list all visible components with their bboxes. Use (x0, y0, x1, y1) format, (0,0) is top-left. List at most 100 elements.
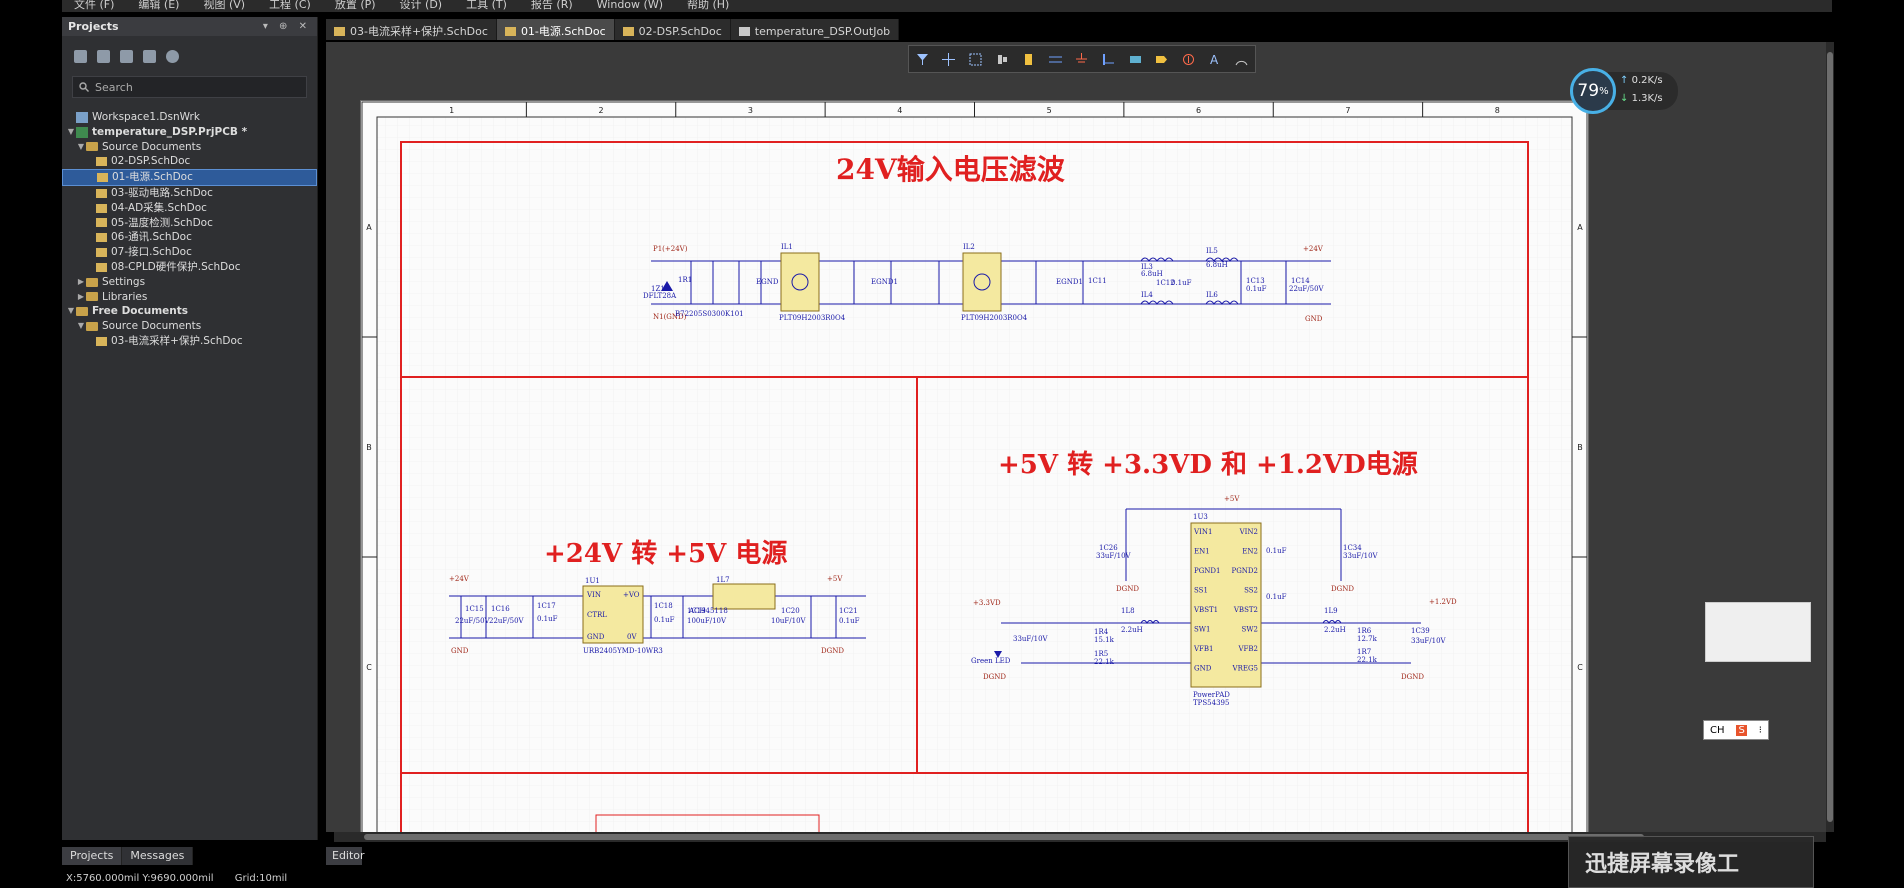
horizontal-scroll-thumb[interactable] (364, 834, 1644, 840)
menu-window[interactable]: Window (W) (596, 0, 663, 11)
folder-icon (76, 307, 88, 317)
ime-indicator[interactable]: CH S ⁝ (1703, 720, 1769, 740)
horizontal-scrollbar[interactable] (334, 832, 1826, 842)
menu-help[interactable]: 帮助 (H) (686, 0, 730, 11)
chevron-down-icon[interactable]: ▼ (77, 321, 85, 331)
doc-tab-outjob[interactable]: temperature_DSP.OutJob (730, 19, 900, 40)
ground-icon[interactable] (1075, 52, 1088, 66)
tree-item[interactable]: 03-驱动电路.SchDoc (62, 186, 317, 201)
z1-label: 1Z1 (651, 285, 665, 293)
tree-item[interactable]: ▶Libraries (62, 290, 317, 305)
menu-reports[interactable]: 报告 (R) (530, 0, 573, 11)
tab-messages[interactable]: Messages (122, 847, 194, 865)
u3-powerpad-label: PowerPAD (1193, 691, 1230, 699)
network-speeds: ↑ 0.2K/s ↓ 1.3K/s (1608, 72, 1678, 110)
tree-item[interactable]: 02-DSP.SchDoc (62, 154, 317, 169)
tree-item[interactable]: ▶Settings (62, 275, 317, 290)
u3-pin-left: VFB1 (1193, 645, 1214, 653)
tree-item[interactable]: ▼ Free Documents (62, 304, 317, 319)
panel-controls[interactable]: ▾ ⊕ ✕ (262, 21, 311, 32)
tree-item[interactable]: 08-CPLD硬件保护.SchDoc (62, 260, 317, 275)
r7-label: 1R7 (1357, 648, 1371, 656)
bus-icon[interactable] (1102, 53, 1115, 66)
c13-label: 1C13 (1246, 277, 1265, 285)
chevron-down-icon[interactable]: ▼ (67, 306, 75, 316)
select-rect-icon[interactable] (969, 53, 982, 66)
network-speed-widget[interactable]: ↑ 0.2K/s ↓ 1.3K/s 79% (1570, 68, 1680, 114)
vertical-scroll-thumb[interactable] (1827, 52, 1833, 822)
menu-tools[interactable]: 工具 (T) (466, 0, 507, 11)
folder-open-icon[interactable] (120, 49, 133, 63)
u3-pin-left: VBST1 (1193, 606, 1218, 614)
doc-tab-dsp[interactable]: 02-DSP.SchDoc (614, 19, 731, 40)
tree-item[interactable]: 06-通讯.SchDoc (62, 230, 317, 245)
menu-project[interactable]: 工程 (C) (269, 0, 311, 11)
tree-item-label: Free Documents (92, 305, 189, 318)
column-label: 5 (1047, 106, 1052, 115)
place-part-icon[interactable] (1022, 53, 1035, 66)
search-input[interactable]: Search (72, 76, 307, 98)
tree-item[interactable]: ▼Source Documents (62, 319, 317, 334)
harness-icon[interactable] (1129, 53, 1142, 66)
chevron-right-icon[interactable]: ▶ (77, 276, 85, 286)
editor-tab[interactable]: Editor (326, 847, 365, 865)
align-icon[interactable] (996, 53, 1009, 66)
upload-speed: 0.2 (1631, 75, 1648, 86)
tree-item-label: 03-驱动电路.SchDoc (111, 186, 213, 199)
menu-design[interactable]: 设计 (D) (399, 0, 443, 11)
r4-label: 1R4 (1094, 628, 1109, 636)
ime-menu-icon[interactable]: ⁝ (1758, 724, 1762, 736)
tree-item[interactable]: 07-接口.SchDoc (62, 245, 317, 260)
tree-item[interactable]: ▼temperature_DSP.PrjPCB * (62, 125, 317, 140)
port-icon[interactable] (1155, 53, 1168, 66)
copy-icon[interactable] (97, 49, 110, 63)
chevron-down-icon[interactable]: ▼ (67, 126, 75, 136)
chevron-right-icon[interactable]: ▶ (77, 291, 85, 301)
c18-value: 0.1uF (654, 616, 675, 624)
doc-tab-power[interactable]: 01-电源.SchDoc (496, 19, 615, 40)
column-label: 7 (1345, 106, 1350, 115)
download-arrow-icon: ↓ (1620, 93, 1629, 104)
filter-icon[interactable] (916, 53, 929, 66)
save-icon[interactable] (74, 49, 87, 63)
wire-icon[interactable] (1048, 53, 1062, 66)
c30-value: 33uF/10V (1013, 635, 1049, 643)
l7-label: 1L7 (716, 576, 730, 584)
menu-place[interactable]: 放置 (P) (334, 0, 376, 11)
ach-label: ACH45118 (688, 607, 728, 615)
tree-item[interactable]: 01-电源.SchDoc (62, 169, 317, 186)
tree-item[interactable]: ▼Source Documents (62, 140, 317, 155)
tree-item[interactable]: 05-温度检测.SchDoc (62, 216, 317, 231)
tree-item[interactable]: 03-电流采样+保护.SchDoc (62, 334, 317, 349)
gear-icon[interactable] (166, 49, 179, 63)
il3-label: IL3 (1141, 263, 1153, 271)
tree-item[interactable]: Workspace1.DsnWrk (62, 110, 317, 125)
doc-tab-current-sampling[interactable]: 03-电流采样+保护.SchDoc (326, 19, 497, 40)
to5v-dgnd-label: DGND (821, 647, 844, 655)
c15-value: 22uF/50V (455, 617, 491, 625)
chevron-down-icon[interactable]: ▼ (77, 141, 85, 151)
tree-item[interactable]: 04-AD采集.SchDoc (62, 201, 317, 216)
u3-pin-right: EN2 (1242, 548, 1258, 556)
menu-view[interactable]: 视图 (V) (203, 0, 246, 11)
schdoc-icon (622, 26, 634, 36)
tvs-label: DFLT28A (643, 292, 677, 300)
outjob-icon (738, 26, 750, 36)
tab-projects[interactable]: Projects (62, 847, 123, 865)
move-icon[interactable] (942, 52, 956, 66)
tvs-diode (661, 281, 673, 291)
vertical-scrollbar[interactable] (1826, 42, 1834, 832)
u3-pin-left: VIN1 (1193, 528, 1212, 536)
r5-label: 1R5 (1094, 650, 1108, 658)
text-icon[interactable]: A (1209, 53, 1222, 67)
folder-icon (86, 277, 98, 287)
folder-settings-icon[interactable] (143, 49, 156, 63)
menu-file[interactable]: 文件 (F) (74, 0, 115, 11)
directive-icon[interactable] (1182, 53, 1195, 66)
row-label-left: A (366, 223, 372, 232)
u3-pin-right: VFB2 (1237, 645, 1258, 653)
arc-icon[interactable] (1235, 53, 1248, 66)
pcb-project-icon (76, 126, 88, 138)
menu-edit[interactable]: 编辑 (E) (138, 0, 180, 11)
